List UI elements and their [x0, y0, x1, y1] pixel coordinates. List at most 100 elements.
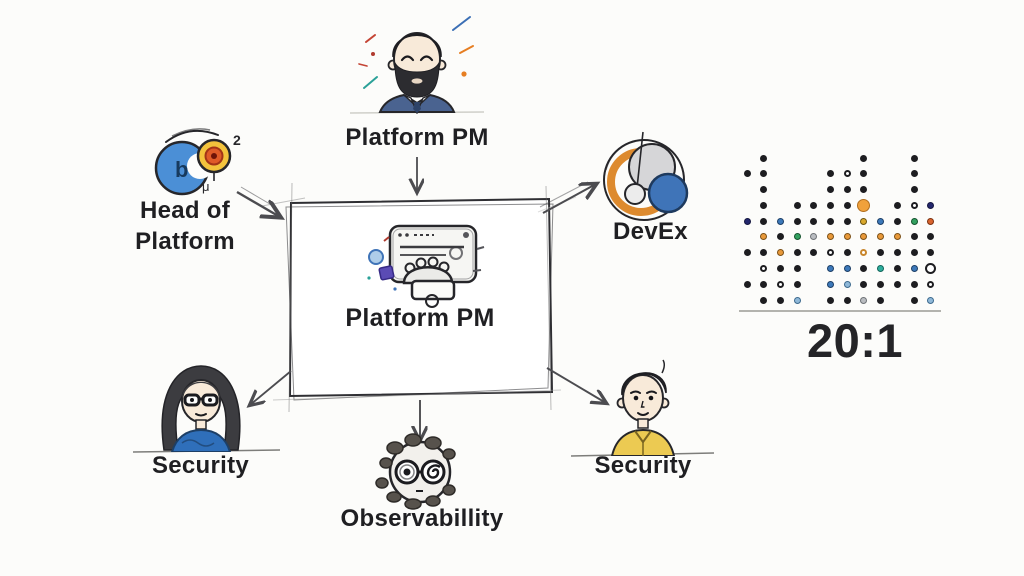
ratio-axis-line [739, 310, 941, 312]
matrix-dot [860, 217, 868, 225]
matrix-dot [776, 264, 784, 272]
matrix-dot [760, 217, 768, 225]
center-box-label: Platform PM [345, 304, 495, 332]
matrix-dot [860, 264, 868, 272]
matrix-dot [927, 233, 935, 241]
matrix-dot [910, 280, 918, 288]
matrix-dot [760, 264, 768, 272]
matrix-dot [743, 280, 751, 288]
matrix-dot [860, 296, 868, 304]
matrix-dot [893, 264, 901, 272]
matrix-dot [843, 280, 851, 288]
matrix-dot [843, 217, 851, 225]
matrix-dot [793, 249, 801, 257]
head-of-platform-label-line2: Platform [135, 227, 235, 255]
matrix-dot [927, 249, 935, 257]
matrix-dot [910, 201, 918, 209]
security-man-avatar-icon [610, 359, 676, 456]
matrix-dot [843, 186, 851, 194]
matrix-dot [793, 201, 801, 209]
platform-tools-icon [367, 224, 485, 308]
matrix-dot [793, 264, 801, 272]
micro-mark: μ [202, 179, 210, 194]
matrix-dot [793, 280, 801, 288]
matrix-dot [793, 233, 801, 241]
matrix-dot [927, 201, 935, 209]
matrix-dot [860, 280, 868, 288]
matrix-dot [843, 233, 851, 241]
matrix-dot [860, 154, 868, 162]
matrix-dot [877, 264, 885, 272]
matrix-dot [860, 186, 868, 194]
matrix-dot [760, 170, 768, 178]
matrix-dot [827, 201, 834, 209]
matrix-dot [860, 170, 868, 178]
matrix-dot [910, 217, 918, 225]
matrix-dot [843, 264, 851, 272]
head-of-platform-label-line1: Head of [139, 197, 231, 224]
devex-icon [603, 131, 689, 221]
matrix-dot [827, 233, 834, 241]
matrix-dot [760, 280, 768, 288]
matrix-dot [925, 262, 937, 274]
matrix-dot [927, 280, 935, 288]
matrix-dot [877, 217, 885, 225]
superscript-mark: 2 [233, 132, 241, 148]
security-left-label: Security [151, 452, 250, 479]
matrix-dot [776, 280, 784, 288]
matrix-dot [910, 264, 918, 272]
matrix-dot [827, 264, 834, 272]
matrix-dot [927, 217, 935, 225]
matrix-dot [877, 280, 885, 288]
ratio-dot-matrix [739, 150, 941, 310]
matrix-dot [843, 296, 851, 304]
matrix-dot [910, 249, 918, 257]
matrix-dot [827, 170, 834, 178]
matrix-dot [760, 186, 768, 194]
matrix-dot [760, 249, 768, 257]
matrix-dot [893, 201, 901, 209]
matrix-dot [760, 296, 768, 304]
matrix-dot [893, 280, 901, 288]
security-woman-avatar-icon [161, 365, 241, 452]
devex-label: DevEx [613, 218, 688, 245]
matrix-dot [893, 233, 901, 241]
matrix-dot [760, 154, 768, 162]
matrix-dot [893, 217, 901, 225]
matrix-dot [860, 249, 868, 257]
matrix-dot [743, 249, 751, 257]
matrix-dot [776, 249, 784, 257]
security-right-label: Security [594, 452, 692, 479]
matrix-dot [743, 217, 751, 225]
matrix-dot [910, 170, 918, 178]
matrix-dot [877, 249, 885, 257]
matrix-dot [810, 233, 818, 241]
matrix-dot [927, 296, 935, 304]
matrix-dot [810, 201, 818, 209]
matrix-dot [860, 233, 868, 241]
matrix-dot [793, 296, 801, 304]
matrix-dot [877, 233, 885, 241]
matrix-dot [910, 233, 918, 241]
matrix-dot [776, 217, 784, 225]
matrix-dot [793, 217, 801, 225]
matrix-dot [760, 233, 768, 241]
letter-mark: b [175, 157, 188, 182]
platform-pm-avatar-icon [358, 16, 474, 114]
matrix-dot [776, 296, 784, 304]
ratio-label: 20:1 [806, 314, 904, 367]
matrix-dot [810, 249, 818, 257]
matrix-dot [910, 296, 918, 304]
matrix-dot [827, 186, 834, 194]
matrix-dot [843, 170, 851, 178]
matrix-dot [843, 201, 851, 209]
matrix-dot [810, 217, 818, 225]
matrix-dot [857, 198, 871, 212]
matrix-dot [910, 186, 918, 194]
matrix-dot [776, 233, 784, 241]
arrow-box-to-devex [542, 184, 596, 214]
matrix-dot [827, 280, 834, 288]
matrix-dot [827, 249, 834, 257]
head-of-platform-icon: b 2 μ [154, 128, 241, 196]
matrix-dot [743, 170, 751, 178]
